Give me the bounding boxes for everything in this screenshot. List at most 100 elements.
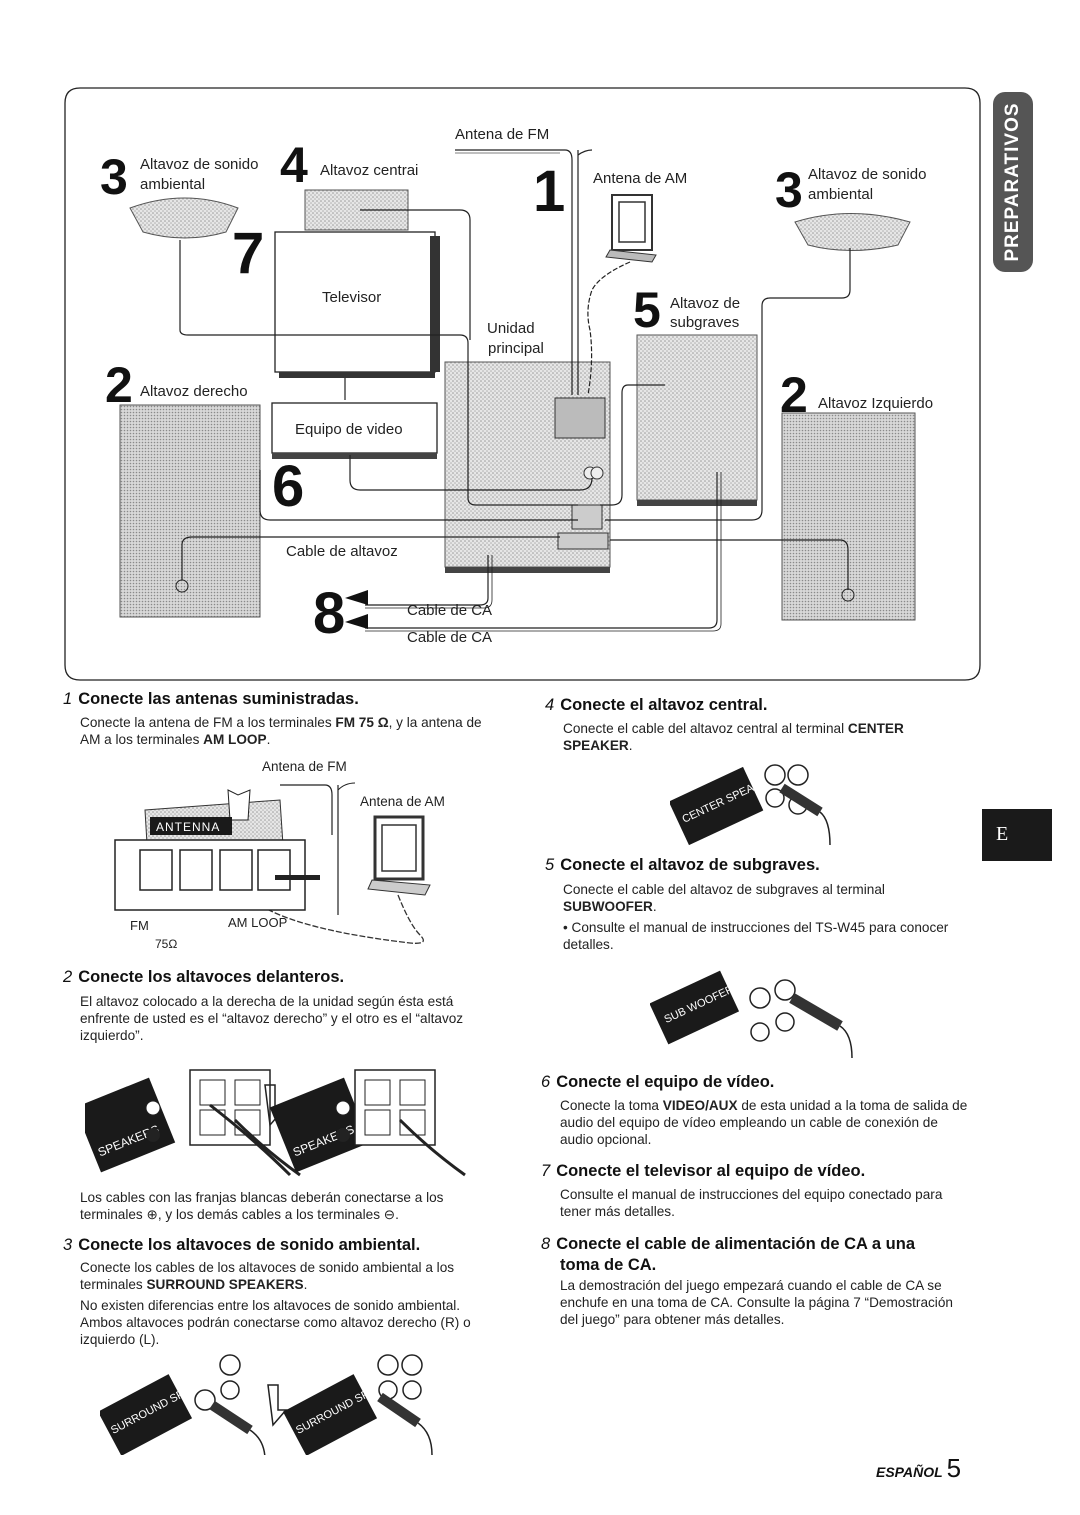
- step-5-body-b: SUBWOOFER: [563, 899, 653, 914]
- step-8-title-line-2: toma de CA.: [560, 1256, 657, 1274]
- step-8-body: La demostración del juego empezará cuand…: [560, 1278, 953, 1327]
- language-tab: E: [982, 809, 1052, 861]
- surround-speaker-right: [794, 213, 911, 251]
- antenna-terminal-figure: ANTENNA FM 75Ω AM LOOP: [114, 782, 431, 951]
- fm-terminal-label: FM: [130, 918, 149, 933]
- step-6-body-b: VIDEO/AUX: [662, 1098, 738, 1113]
- step-number-1: 1: [533, 159, 566, 224]
- step-6-title-text: Conecte el equipo de vídeo.: [556, 1073, 775, 1091]
- step-3-body: Conecte los cables de los altavoces de s…: [80, 1259, 490, 1293]
- step-1-fig-am: Antena de AM: [360, 794, 445, 809]
- step-number-2-right: 2: [780, 367, 808, 423]
- label-surround-left-2: ambiental: [140, 176, 206, 193]
- front-speaker-terminal-figure: SPEAKERS SPEAKERS: [85, 1069, 466, 1177]
- front-speaker-right: [119, 404, 261, 618]
- step-1-fig-fm: Antena de FM: [262, 759, 347, 774]
- step-6-body-a: Conecte la toma: [560, 1098, 663, 1113]
- label-fm-antenna: Antena de FM: [455, 126, 550, 143]
- step-number-3-left: 3: [100, 149, 128, 205]
- step-1-body: Conecte la antena de FM a los terminales…: [80, 714, 495, 748]
- step-7-num: 7: [541, 1162, 551, 1180]
- step-1-body-a: Conecte la antena de FM a los terminales: [80, 715, 336, 730]
- fm-75-label: 75Ω: [155, 937, 177, 951]
- step-5-bullet: • Consulte el manual de instrucciones de…: [563, 920, 949, 952]
- speaker-terminal-left: SPEAKERS: [269, 1069, 466, 1177]
- step-4-body-a: Conecte el cable del altavoz central al …: [563, 721, 848, 736]
- step-2-title: 2 Conecte los altavoces delanteros.: [63, 968, 344, 987]
- step-3-body-c: .: [303, 1277, 308, 1292]
- step-7-body: Consulte el manual de instrucciones del …: [560, 1187, 943, 1219]
- label-am-antenna: Antena de AM: [593, 170, 688, 187]
- step-number-6: 6: [272, 454, 305, 519]
- step-2-title-text: Conecte los altavoces delanteros.: [78, 968, 345, 986]
- step-8-title-text-1: Conecte el cable de alimentación de CA a…: [556, 1235, 916, 1253]
- step-2-num: 2: [63, 968, 73, 986]
- label-surround-left-1: Altavoz de sonido: [140, 156, 259, 173]
- label-subwoofer-1: Altavoz de: [670, 295, 741, 312]
- label-video-equipment: Equipo de video: [295, 421, 403, 438]
- step-5-num: 5: [545, 856, 555, 874]
- am-loop-antenna-small: [373, 815, 425, 881]
- subwoofer: [636, 334, 758, 501]
- label-subwoofer-2: subgraves: [670, 314, 740, 331]
- step-3-body-2: No existen diferencias entre los altavoc…: [80, 1298, 471, 1347]
- step-7-title: 7 Conecte el televisor al equipo de vídeo…: [541, 1162, 865, 1181]
- label-tv: Televisor: [322, 289, 382, 306]
- surround-speaker-left: [129, 197, 239, 239]
- step-6-body-c: de esta unidad a la toma de salida de au…: [560, 1098, 968, 1147]
- center-speaker-terminal-figure: CENTER SPEAKER: [670, 764, 831, 846]
- page-number: 5: [946, 1453, 962, 1483]
- diagram-frame: [64, 87, 981, 681]
- step-3-title: 3 Conecte los altavoces de sonido ambient…: [63, 1236, 420, 1255]
- step-4-body-c: .: [628, 738, 633, 753]
- step-2-note: Los cables con las franjas blancas deber…: [80, 1190, 444, 1222]
- am-loop-terminal-label: AM LOOP: [228, 915, 287, 930]
- step-1-body-c: , y la antena de AM a los terminales: [80, 715, 482, 747]
- step-3-body-a: Conecte los cables de los altavoces de s…: [80, 1260, 455, 1292]
- step-1-body-e: .: [266, 732, 271, 747]
- step-3-num: 3: [63, 1236, 73, 1254]
- step-6-body: Conecte la toma VIDEO/AUX de esta unidad…: [560, 1097, 973, 1148]
- subwoofer-terminal-figure: SUB WOOFER: [650, 970, 853, 1059]
- step-8-title-line-1: 8 Conecte el cable de alimentación de CA …: [541, 1235, 915, 1254]
- step-4-body: Conecte el cable del altavoz central al …: [563, 720, 973, 754]
- label-surround-right-2: ambiental: [808, 186, 874, 203]
- step-3-body-b: SURROUND SPEAKERS: [146, 1277, 304, 1292]
- step-number-8: 8: [313, 581, 346, 646]
- label-ac-cable-1: Cable de CA: [407, 602, 493, 619]
- step-4-body-b: CENTER SPEAKER: [563, 721, 904, 753]
- am-antenna-loop: [611, 194, 653, 251]
- footer-language: ESPAÑOL: [876, 1464, 943, 1480]
- step-number-3-right: 3: [775, 162, 803, 218]
- label-surround-right-1: Altavoz de sonido: [808, 166, 927, 183]
- step-8-num: 8: [541, 1235, 551, 1253]
- label-main-unit-1: Unidad: [487, 320, 535, 337]
- antenna-panel-label: ANTENNA: [156, 820, 220, 834]
- tv-box: [274, 231, 436, 373]
- step-number-7: 7: [232, 221, 265, 286]
- surround-terminal-figure: SURROUND SPEAKERS SURROUND SPEAKERS: [100, 1354, 433, 1455]
- step-5-body: Conecte el cable del altavoz de subgrave…: [563, 881, 973, 915]
- step-6-num: 6: [541, 1073, 551, 1091]
- label-speaker-cable: Cable de altavoz: [286, 543, 398, 560]
- step-3-title-text: Conecte los altavoces de sonido ambienta…: [78, 1236, 421, 1254]
- step-1-body-d: AM LOOP: [203, 732, 267, 747]
- step-6-title: 6 Conecte el equipo de vídeo.: [541, 1073, 774, 1092]
- step-4-title-text: Conecte el altavoz central.: [560, 696, 768, 714]
- step-1-title: 1 Conecte las antenas suministradas.: [63, 690, 359, 709]
- step-7-title-text: Conecte el televisor al equipo de vídeo.: [556, 1162, 866, 1180]
- label-center-speaker: Altavoz centrai: [320, 162, 419, 179]
- section-tab-preparativos: PREPARATIVOS: [993, 92, 1033, 272]
- step-1-title-text: Conecte las antenas suministradas.: [78, 690, 359, 708]
- step-1-num: 1: [63, 690, 73, 708]
- step-2-body: El altavoz colocado a la derecha de la u…: [80, 994, 464, 1043]
- label-left-speaker: Altavoz Izquierdo: [818, 395, 934, 412]
- step-4-num: 4: [545, 696, 555, 714]
- step-5-body-a: Conecte el cable del altavoz de subgrave…: [563, 882, 885, 897]
- step-number-5: 5: [633, 282, 661, 338]
- speaker-terminal-right: SPEAKERS: [85, 1069, 301, 1177]
- step-4-title: 4 Conecte el altavoz central.: [545, 696, 767, 715]
- label-ac-cable-2: Cable de CA: [407, 629, 493, 646]
